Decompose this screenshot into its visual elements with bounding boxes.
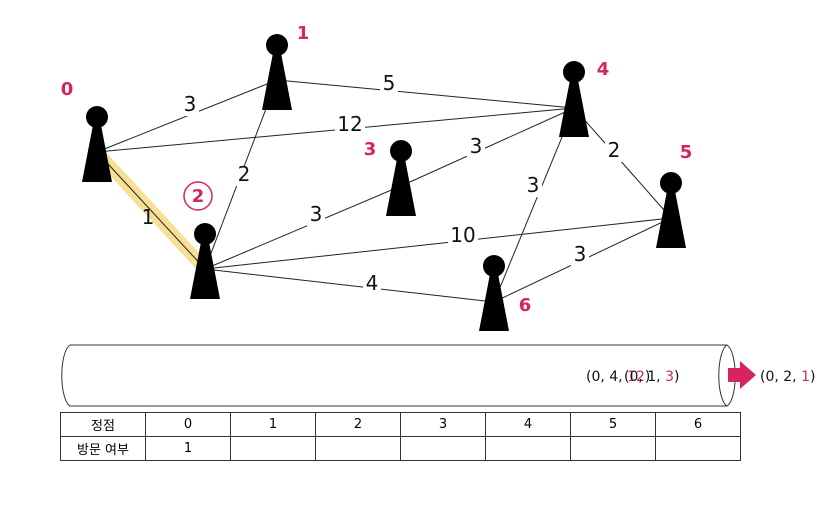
table-cell: 0: [145, 412, 231, 437]
table-cell: [315, 436, 401, 461]
edge-weight-bg: [235, 166, 253, 186]
pawn-body: [82, 125, 112, 182]
edge-4-6: [493, 107, 575, 303]
edge-weight-5-6: 3: [574, 242, 587, 266]
node-label-4: 4: [597, 59, 610, 80]
table-cell: 2: [315, 412, 401, 437]
table-cell: 6: [655, 412, 741, 437]
pawn-icon-node-5: [656, 172, 686, 248]
edge-2-3: [204, 185, 402, 270]
edge-weight-0-1: 3: [184, 92, 197, 116]
pawn-icon-node-4: [559, 61, 589, 137]
edge-weight-bg: [181, 96, 199, 116]
node-label-5: 5: [680, 142, 693, 163]
pawn-head: [483, 255, 505, 277]
edge-weight-4-6: 3: [527, 173, 540, 197]
node-label-2: 2: [192, 186, 205, 207]
pawn-icon-node-0: [82, 106, 112, 182]
edge-weight-1-4: 5: [383, 71, 396, 95]
edge-weight-bg: [335, 116, 365, 136]
edge-weight-bg: [307, 206, 325, 226]
current-node-circle-icon: [183, 181, 213, 211]
dequeue-arrow-icon: [728, 361, 756, 389]
table-cell: [230, 436, 316, 461]
edge-weight-bg: [605, 142, 623, 162]
pawn-head: [660, 172, 682, 194]
table-cell: 4: [485, 412, 571, 437]
edge-weight-2-5: 10: [450, 223, 475, 247]
edge-0-2: [96, 151, 206, 270]
edge-weight-2-3: 3: [310, 202, 323, 226]
edge-weight-0-2: 1: [142, 205, 155, 229]
dequeued-item: (0, 2, 1): [760, 369, 815, 385]
pawn-head: [86, 106, 108, 128]
visited-table: 정점 0 1 2 3 4 5 6 방문 여부 1: [60, 412, 741, 461]
edge-weight-1-2: 2: [238, 162, 251, 186]
edge-weight-bg: [448, 227, 478, 247]
pawn-body: [559, 80, 589, 137]
pawn-icon-node-2: [190, 223, 220, 299]
edge-weight-bg: [524, 177, 542, 197]
pawn-body: [479, 274, 509, 331]
pawn-body: [190, 242, 220, 299]
table-header-visited: 방문 여부: [60, 436, 146, 461]
node-label-3: 3: [364, 139, 377, 160]
pawn-body: [386, 159, 416, 216]
edge-weight-bg: [571, 246, 589, 266]
edge-1-4: [276, 79, 575, 109]
edge-2-5: [204, 217, 672, 270]
pawn-head: [390, 140, 412, 162]
edge-weight-3-4: 3: [470, 134, 483, 158]
edge-weight-0-4: 12: [337, 112, 362, 136]
pawn-body: [262, 53, 292, 110]
node-label-1: 1: [297, 23, 310, 44]
table-cell: 1: [145, 436, 231, 461]
table-row-vertices: 정점 0 1 2 3 4 5 6: [60, 412, 741, 437]
node-label-6: 6: [519, 295, 532, 316]
table-cell: [485, 436, 571, 461]
table-cell: 1: [230, 412, 316, 437]
table-cell: 5: [570, 412, 656, 437]
edge-weight-2-6: 4: [366, 271, 379, 295]
edge-2-6: [204, 268, 495, 303]
edge-weight-bg: [467, 138, 485, 158]
pawn-head: [563, 61, 585, 83]
queue-item-1: (0, 1, 3): [624, 369, 679, 385]
table-cell: [570, 436, 656, 461]
pawn-head: [194, 223, 216, 245]
edge-4-5: [573, 107, 672, 219]
pawn-head: [266, 34, 288, 56]
pawn-icon-node-3: [386, 140, 416, 216]
pawn-body: [656, 191, 686, 248]
table-header-vertex: 정점: [60, 412, 146, 437]
queue-pipe: [61, 344, 736, 407]
edge-weight-bg: [380, 75, 398, 95]
pawn-icon-node-6: [479, 255, 509, 331]
node-label-0: 0: [61, 79, 74, 100]
nodes-layer: [82, 34, 686, 331]
edge-3-4: [400, 107, 575, 187]
table-cell: [400, 436, 486, 461]
table-cell: [655, 436, 741, 461]
table-cell: 3: [400, 412, 486, 437]
pawn-icon-node-1: [262, 34, 292, 110]
queue-item-0: (0, 4, 12): [586, 369, 650, 385]
edge-weight-4-5: 2: [608, 138, 621, 162]
table-row-visited: 방문 여부 1: [60, 436, 741, 461]
edge-weight-bg: [363, 275, 381, 295]
